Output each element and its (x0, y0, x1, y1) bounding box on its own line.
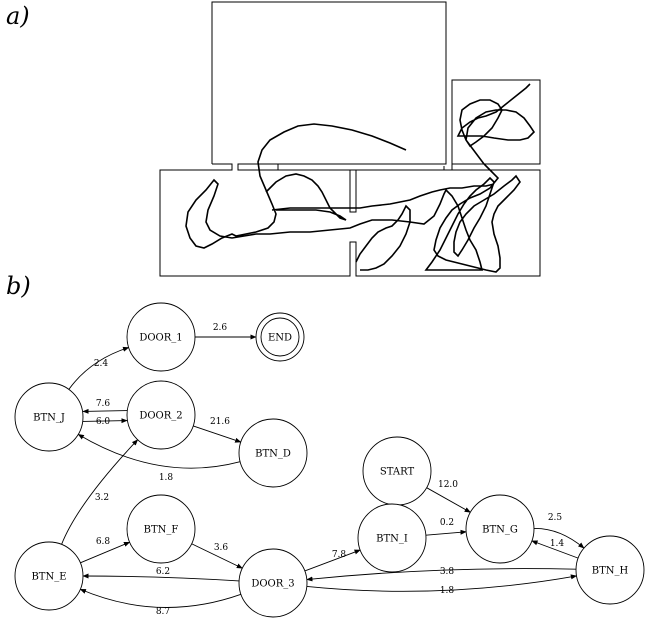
edge-door_3-to-btn_e (79, 588, 242, 608)
robot-trajectory-branch (271, 183, 495, 211)
edge-weight-label: 1.8 (440, 586, 455, 596)
edge-weight-label: 6.2 (156, 567, 170, 577)
robot-trajectory-branch-2 (355, 204, 411, 271)
node-door-2: DOOR_2 (126, 380, 196, 450)
node-btn-e: BTN_E (14, 541, 84, 611)
edge-door_3-to-btn_i (304, 549, 361, 572)
node-btn-i: BTN_I (357, 503, 427, 573)
edge-door_2-to-btn_d (193, 425, 242, 443)
panel-b-label: b) (6, 272, 31, 300)
edge-btn_e-to-door_2 (61, 439, 139, 545)
edge-weight-label: 1.4 (550, 539, 565, 549)
node-label: BTN_F (144, 525, 179, 536)
edge-start-to-btn_g (426, 487, 471, 513)
node-label: BTN_I (376, 534, 408, 545)
edge-weight-label: 12.0 (438, 480, 458, 490)
edge-weight-label: 6.8 (96, 537, 111, 547)
edge-btn_h-to-btn_g (531, 540, 579, 559)
node-label: START (380, 467, 415, 478)
node-end: END (255, 312, 305, 362)
edge-btn_g-to-btn_h (533, 527, 585, 549)
edge-weight-label: 21.6 (210, 417, 230, 427)
edge-weight-label: 8.7 (156, 607, 171, 617)
edge-weight-label: 1.8 (159, 473, 174, 483)
edge-weight-label: 7.8 (332, 550, 347, 560)
node-label: BTN_E (31, 572, 66, 583)
node-btn-f: BTN_F (126, 494, 196, 564)
edge-weight-label: 2.6 (213, 323, 228, 333)
edge-weight-label: 2.4 (94, 359, 109, 369)
edge-door_2-to-btn_j (82, 408, 128, 414)
edge-btn_h-to-door_3 (306, 568, 577, 582)
robot-trajectory (185, 83, 536, 273)
node-label: DOOR_2 (139, 411, 182, 422)
node-btn-g: BTN_G (465, 494, 535, 564)
node-label: END (268, 333, 292, 344)
room-top-wall (211, 1, 447, 171)
edge-btn_e-to-btn_f (80, 541, 131, 564)
edge-weight-label: 3.6 (214, 543, 229, 553)
node-door-3: DOOR_3 (238, 548, 308, 618)
room-map (159, 1, 541, 277)
edge-btn_f-to-door_3 (191, 543, 243, 569)
room-right-small (451, 79, 541, 170)
node-label: BTN_J (33, 413, 65, 424)
node-label: BTN_G (482, 525, 518, 536)
edge-btn_i-to-btn_g (425, 529, 467, 536)
node-door-1: DOOR_1 (126, 302, 196, 372)
door-top-left-wall (159, 163, 541, 277)
edge-weight-label: 2.5 (548, 513, 563, 523)
node-start: START (362, 436, 432, 506)
edge-btn_j-to-door_2 (82, 418, 128, 424)
panel-a-label: a) (6, 2, 30, 30)
edge-weight-label: 3.8 (440, 567, 455, 577)
edge-btn_d-to-btn_j (77, 433, 241, 469)
node-btn-h: BTN_H (575, 535, 645, 605)
edge-weight-label: 0.2 (440, 518, 454, 528)
edge-door_3-to-btn_h (306, 574, 578, 592)
node-btn-d: BTN_D (238, 418, 308, 488)
node-label: DOOR_3 (251, 579, 294, 590)
node-label: BTN_H (592, 566, 629, 577)
node-label: BTN_D (255, 449, 291, 460)
edge-weight-label: 3.2 (95, 493, 109, 503)
node-btn-j: BTN_J (14, 382, 84, 452)
robot-trajectory-branch-3 (265, 173, 347, 221)
edge-weight-label: 7.6 (96, 399, 111, 409)
edge-weight-label: 6.0 (96, 417, 111, 427)
edge-btn_j-to-door_1 (68, 346, 130, 390)
node-label: DOOR_1 (139, 333, 182, 344)
edge-door_3-to-btn_e (82, 573, 240, 582)
